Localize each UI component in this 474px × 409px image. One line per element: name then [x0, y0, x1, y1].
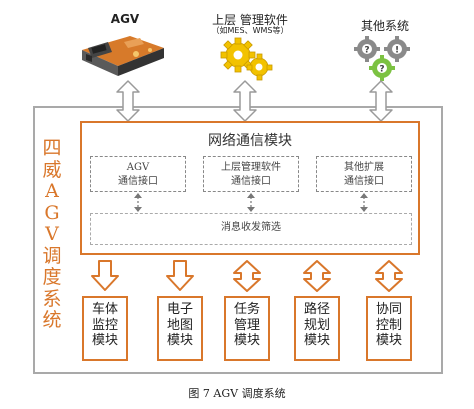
system-vertical-title: 四 威 A G V 调 度 系 统: [40, 137, 64, 332]
title-char: G: [44, 201, 60, 224]
up-arrowhead: [247, 193, 255, 198]
figure-caption: 图 7 AGV 调度系统: [188, 387, 286, 400]
down-arrowhead: [247, 207, 255, 212]
title-char: 系: [42, 287, 62, 310]
module-line: 管理: [233, 317, 260, 333]
interface-line: 其他扩展: [344, 162, 384, 173]
module-line: 模块: [233, 333, 260, 348]
down-arrowhead: [134, 207, 142, 212]
interface-line: 通信接口: [344, 176, 384, 187]
module-line: 路径: [303, 302, 330, 317]
module-line: 规划: [303, 317, 330, 333]
system-gears-icon: ? ! ?: [354, 36, 410, 81]
down-arrowhead: [360, 207, 368, 212]
module-line: 模块: [303, 333, 330, 348]
module-line: 地图: [166, 317, 193, 333]
up-arrowhead: [134, 193, 142, 198]
module-line: 车体: [91, 302, 118, 317]
up-arrowhead: [360, 193, 368, 198]
upper-software-label: 上层 管理软件: [212, 13, 288, 27]
title-char: V: [45, 223, 59, 245]
module-line: 电子: [166, 302, 193, 317]
svg-text:?: ?: [379, 65, 384, 75]
agv-interface-box: AGV 通信接口: [90, 156, 186, 192]
module-line: 协同: [375, 302, 402, 317]
agv-vehicle-icon: [82, 36, 164, 76]
double-arrow: [303, 260, 331, 292]
double-arrow: [375, 260, 403, 292]
task-management-module: 任务 管理 模块: [224, 296, 270, 361]
svg-text:?: ?: [364, 46, 369, 56]
double-arrow: [233, 260, 261, 292]
down-arrow: [91, 260, 119, 291]
other-systems-label: 其他系统: [360, 19, 409, 33]
gears-icon: [220, 37, 273, 81]
electronic-map-module: 电子 地图 模块: [157, 296, 203, 361]
interface-line: 通信接口: [231, 176, 271, 187]
module-line: 模块: [375, 333, 402, 348]
agv-label: AGV: [110, 12, 140, 26]
down-arrow: [166, 260, 194, 291]
module-line: 模块: [166, 333, 193, 348]
interface-line: 通信接口: [118, 176, 158, 187]
title-char: 统: [42, 309, 62, 331]
svg-text:!: !: [395, 46, 399, 56]
software-interface-box: 上层管理软件 通信接口: [203, 156, 299, 192]
path-planning-module: 路径 规划 模块: [294, 296, 340, 361]
message-filter-bar: 消息收发筛选: [90, 213, 412, 245]
vehicle-monitor-module: 车体 监控 模块: [82, 296, 128, 361]
module-line: 控制: [375, 317, 402, 333]
module-line: 监控: [91, 317, 118, 333]
extension-interface-box: 其他扩展 通信接口: [316, 156, 412, 192]
upper-software-sublabel: （如MES、WMS等）: [211, 26, 289, 35]
module-line: 模块: [91, 333, 118, 348]
interface-line: AGV: [126, 162, 150, 173]
module-line: 任务: [233, 302, 260, 317]
coordination-control-module: 协同 控制 模块: [366, 296, 412, 361]
title-char: 调: [42, 244, 62, 267]
network-module-title: 网络通信模块: [208, 133, 292, 149]
title-char: 四: [42, 137, 62, 159]
interface-line: 上层管理软件: [221, 162, 281, 173]
title-char: 威: [42, 158, 62, 181]
title-char: 度: [42, 266, 62, 288]
title-char: A: [45, 180, 59, 202]
